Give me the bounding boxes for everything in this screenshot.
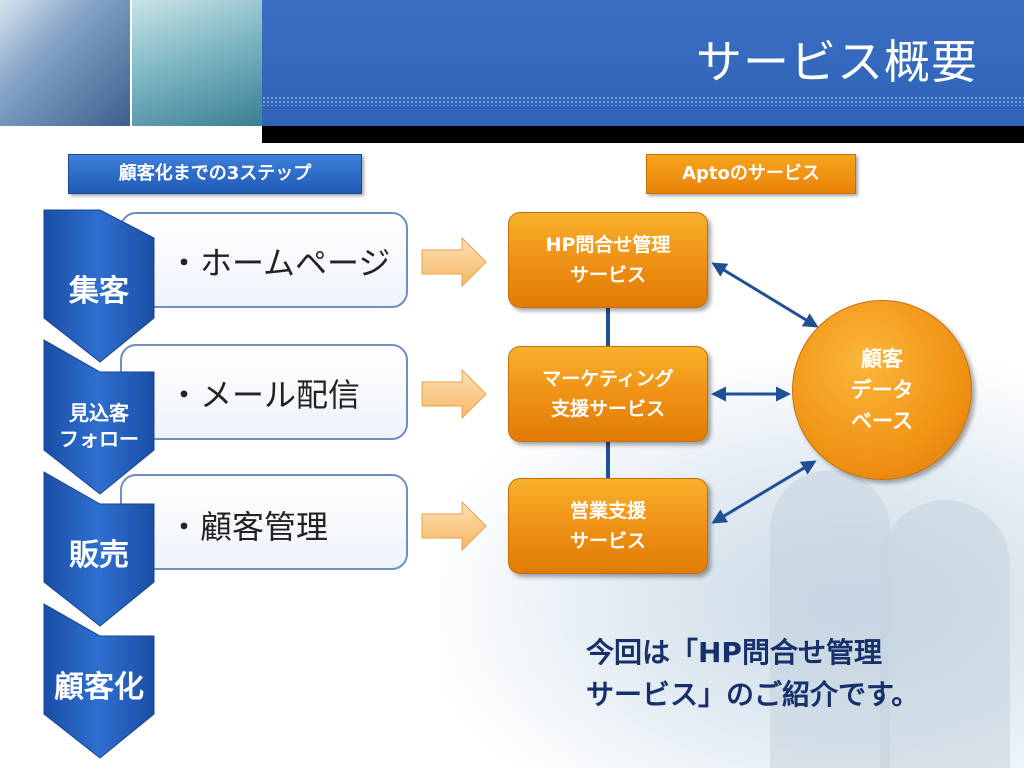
- service-hp-inquiry-line2: サービス: [569, 264, 646, 286]
- service-sales-support-line2: サービス: [569, 530, 646, 552]
- intro-note: 今回は「HP問合せ管理 サービス」のご紹介です。: [586, 632, 919, 716]
- funnel-label-sales: 販売: [69, 538, 129, 573]
- header-photo-divider: [0, 126, 262, 132]
- services-tag: Aptoのサービス: [646, 154, 856, 194]
- funnel-label-customer: 顧客化: [54, 670, 144, 705]
- intro-note-line1: 今回は「HP問合せ管理: [586, 636, 882, 669]
- customer-database-line2: データ: [850, 377, 914, 402]
- steps-tag: 顧客化までの3ステップ: [68, 154, 362, 194]
- customer-database-line1: 顧客: [861, 346, 903, 371]
- service-sales-support: 営業支援 サービス: [508, 478, 708, 574]
- funnel-chevron-2: [43, 339, 155, 495]
- service-marketing: マーケティング 支援サービス: [508, 346, 708, 442]
- service-hp-inquiry: HP問合せ管理 サービス: [508, 212, 708, 308]
- funnel-chevron-3: [43, 471, 155, 627]
- flow-arrow-2: [421, 368, 487, 420]
- intro-note-line2: サービス」のご紹介です。: [586, 678, 920, 711]
- funnel-label-attract: 集客: [69, 274, 129, 309]
- funnel-chevron-1: [43, 209, 155, 363]
- funnel-label-follow-line1: 見込客: [69, 401, 129, 425]
- header-photo-laptop: [0, 0, 130, 126]
- step-box-follow: [120, 344, 408, 440]
- customer-database: 顧客 データ ベース: [792, 300, 972, 480]
- customer-database-line3: ベース: [851, 408, 913, 433]
- service-marketing-line1: マーケティング: [542, 368, 674, 390]
- step-box-attract: [120, 212, 408, 308]
- db-link-3: [711, 460, 817, 524]
- funnel-label-follow-line2: フォロー: [59, 427, 139, 451]
- step-item-email: ・メール配信: [168, 376, 361, 414]
- header-dot-pattern: [262, 96, 1024, 106]
- funnel-chevron-4: [43, 603, 155, 759]
- service-hp-inquiry-line1: HP問合せ管理: [545, 234, 671, 256]
- step-item-homepage: ・ホームページ: [168, 244, 391, 282]
- background-figure: [880, 500, 1010, 768]
- step-item-customer-management: ・顧客管理: [168, 508, 329, 546]
- header-photo-mouse: [132, 0, 262, 126]
- service-marketing-line2: 支援サービス: [550, 398, 665, 420]
- funnel-label-follow: 見込客 フォロー: [44, 400, 154, 452]
- db-link-1: [711, 262, 819, 328]
- flow-arrow-1: [421, 236, 487, 288]
- step-box-sales: [120, 474, 408, 570]
- header-black-bar: [262, 126, 1024, 143]
- service-sales-support-line1: 営業支援: [569, 500, 646, 522]
- page-title: サービス概要: [696, 35, 978, 89]
- flow-arrow-3: [421, 500, 487, 552]
